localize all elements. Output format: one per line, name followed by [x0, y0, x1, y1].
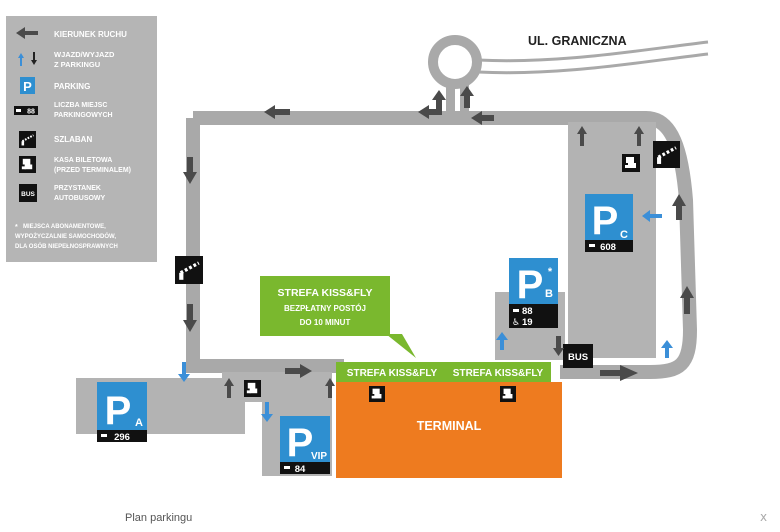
spaces-count-icon: 88 [14, 106, 38, 116]
parking-b-disabled-spaces: 19 [522, 317, 533, 328]
legend-note-line-1: MIEJSCA ABONAMENTOWE, [23, 224, 106, 230]
legend-bus-icon-text: BUS [21, 191, 35, 198]
direction-arrow-icon [432, 90, 446, 110]
legend-note-line-3: DLA OSÓB NIEPEŁNOSPRAWNYCH [15, 242, 118, 250]
parking-vip-sub: VIP [311, 451, 327, 462]
direction-arrow-icon [264, 105, 290, 119]
direction-arrow-icon [471, 111, 494, 125]
direction-arrow-icon [224, 378, 234, 398]
terminal-label: TERMINAL [417, 419, 482, 433]
legend-bus-label-2: AUTOBUSOWY [54, 195, 106, 202]
entry-arrow-icon [661, 340, 673, 358]
ticket-machine-icon [500, 386, 516, 402]
kissfly-callout-line-1: BEZPŁATNY POSTÓJ [284, 304, 366, 313]
ticket-machine-icon [19, 156, 36, 173]
kissfly-band-left: STREFA KISS&FLY [347, 368, 438, 379]
parking-vip-sign: P VIP 84 [280, 416, 330, 475]
entry-arrow-icon [496, 332, 508, 350]
entry-arrow-icon [261, 402, 273, 422]
direction-arrow-icon [672, 194, 686, 220]
direction-arrow-icon [183, 157, 197, 184]
parking-icon: P [20, 77, 35, 94]
parking-b-spaces: 88 [522, 306, 533, 317]
legend-parking-symbol: P [23, 79, 32, 94]
parking-b-star: * [548, 266, 553, 278]
legend-star-symbol: * [15, 224, 18, 231]
direction-arrows [183, 86, 694, 398]
parking-c-sub: C [620, 229, 628, 241]
legend-entry-exit-label-1: WJAZD/WYJAZD [54, 50, 115, 59]
direction-arrow-icon [285, 364, 312, 378]
map-caption: Plan parkingu [125, 512, 193, 524]
direction-arrow-icon [553, 336, 564, 356]
parking-vip-spaces: 84 [295, 464, 306, 475]
parking-b-sub: B [545, 288, 553, 300]
entrance-area [222, 372, 332, 402]
street-name: UL. GRANICZNA [528, 34, 627, 48]
parking-vip-letter: P [287, 421, 314, 465]
kissfly-callout-line-2: DO 10 MINUT [300, 318, 351, 327]
parking-b-letter: P [517, 263, 544, 307]
legend-bus-label-1: PRZYSTANEK [54, 185, 101, 192]
kissfly-callout-title: STREFA KISS&FLY [278, 287, 373, 299]
wheelchair-icon: ♿ [512, 317, 520, 327]
direction-arrow-icon [680, 286, 694, 314]
legend-ticket-label-1: KASA BILETOWA [54, 157, 112, 164]
entry-arrows [178, 210, 673, 422]
legend-barrier-label: SZLABAN [54, 135, 92, 144]
bus-stop-label: BUS [568, 352, 588, 363]
direction-arrow-icon [600, 365, 638, 381]
direction-arrow-icon [325, 378, 335, 398]
direction-arrow-icon [634, 126, 644, 146]
parking-a-sign: P A 296 [97, 382, 147, 443]
ticket-machine-icon [622, 154, 640, 172]
barrier-icon [174, 256, 204, 284]
direction-arrow-icon [183, 304, 197, 332]
legend-note-line-2: WYPOŻYCZALNIE SAMOCHODÓW, [15, 232, 116, 240]
parking-a-letter: P [105, 389, 132, 433]
legend-spaces-label-1: LICZBA MIEJSC [54, 102, 107, 109]
parking-c-sign: P C 608 [585, 194, 633, 253]
parking-a-spaces: 296 [114, 432, 130, 443]
ticket-machine-icon [244, 380, 261, 397]
entry-arrow-icon [178, 362, 190, 382]
direction-arrow-icon [16, 27, 38, 39]
kissfly-band: STREFA KISS&FLY STREFA KISS&FLY [336, 362, 551, 382]
legend-parking-label: PARKING [54, 82, 90, 91]
legend-spaces-label-2: PARKINGOWYCH [54, 112, 113, 119]
direction-arrow-icon [460, 86, 474, 108]
entry-exit-arrows-icon [18, 52, 37, 66]
parking-c-letter: P [592, 199, 619, 243]
parking-c-spaces: 608 [600, 242, 616, 253]
direction-arrow-icon [577, 126, 587, 146]
legend: KIERUNEK RUCHU WJAZD/WYJAZD Z PARKINGU P… [6, 16, 157, 262]
legend-direction-label: KIERUNEK RUCHU [54, 30, 127, 39]
barrier-icon [19, 131, 36, 148]
bus-stop-marker: BUS [563, 344, 593, 368]
legend-ticket-label-2: (PRZED TERMINALEM) [54, 167, 131, 174]
barrier-icon [652, 141, 681, 168]
kissfly-band-right: STREFA KISS&FLY [453, 368, 544, 379]
ticket-machine-icon [369, 386, 385, 402]
legend-spaces-icon-text: 88 [27, 109, 35, 116]
parking-b-sign: P B * 88 ♿ 19 [509, 258, 558, 328]
close-button[interactable]: x [760, 510, 768, 524]
direction-arrow-icon [418, 105, 442, 119]
kissfly-callout: STREFA KISS&FLY BEZPŁATNY POSTÓJ DO 10 M… [260, 276, 416, 358]
legend-entry-exit-label-2: Z PARKINGU [54, 60, 100, 69]
bus-stop-icon: BUS [19, 184, 37, 202]
parking-a-sub: A [135, 417, 143, 429]
entry-arrow-icon [642, 210, 662, 222]
street-graniczna: UL. GRANICZNA [477, 34, 709, 75]
